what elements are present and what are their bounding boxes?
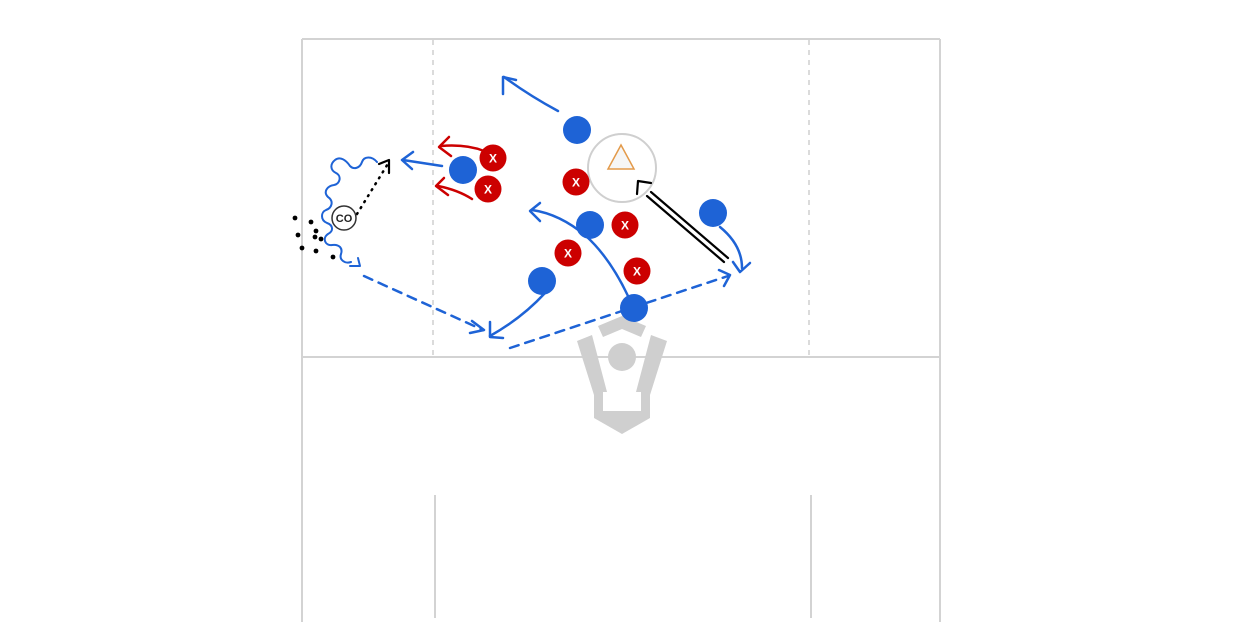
defender-arrows bbox=[434, 135, 486, 201]
arrowhead bbox=[488, 320, 505, 340]
attacker-marker bbox=[449, 156, 477, 184]
coach-marker: CO bbox=[331, 205, 357, 231]
defender-marker: X bbox=[554, 239, 582, 267]
arrowhead bbox=[501, 75, 518, 96]
arrowhead bbox=[717, 268, 732, 288]
defender-circle bbox=[554, 239, 582, 267]
attacker-marker bbox=[563, 116, 591, 144]
attacker-marker bbox=[620, 294, 648, 322]
movement-arrow-lower-left bbox=[488, 291, 547, 338]
defender-marker: X bbox=[562, 168, 590, 196]
ball-pile bbox=[292, 215, 336, 260]
ball bbox=[313, 228, 319, 234]
attackers bbox=[449, 116, 727, 322]
attacker-marker bbox=[699, 199, 727, 227]
cone-icon bbox=[606, 143, 636, 170]
field-lines bbox=[301, 38, 941, 622]
defender-circle bbox=[479, 144, 507, 172]
attacker-marker bbox=[576, 211, 604, 239]
defender-label: X bbox=[633, 265, 641, 279]
defender-label: X bbox=[621, 219, 629, 233]
arrowhead bbox=[349, 257, 361, 267]
arrowhead bbox=[377, 158, 391, 175]
ball bbox=[292, 215, 298, 221]
defender-label: X bbox=[572, 176, 580, 190]
defender-marker: X bbox=[611, 211, 639, 239]
box-dashed-lines bbox=[432, 40, 810, 356]
movement-arrow-top bbox=[502, 75, 560, 113]
ball bbox=[318, 236, 324, 242]
arrowhead bbox=[528, 201, 542, 223]
shot-line bbox=[635, 179, 730, 264]
ball bbox=[313, 248, 319, 254]
defender-marker: X bbox=[474, 175, 502, 203]
movement-arrow-left-attacker bbox=[401, 158, 444, 168]
defender-arrow-top bbox=[439, 144, 486, 153]
defender-circle bbox=[562, 168, 590, 196]
attacker-marker bbox=[528, 267, 556, 295]
defender-circle bbox=[623, 257, 651, 285]
goal-crease-icon bbox=[587, 133, 657, 203]
lacrosse-logo-icon bbox=[577, 316, 667, 434]
ball bbox=[308, 219, 314, 225]
arrowhead bbox=[731, 260, 752, 274]
defender-marker: X bbox=[479, 144, 507, 172]
defender-label: X bbox=[564, 247, 572, 261]
coach-dotted-line bbox=[355, 160, 391, 216]
movement-arrow-right bbox=[718, 225, 744, 270]
defenders: X X X X X X bbox=[474, 144, 651, 285]
defender-arrow-bottom bbox=[436, 184, 474, 201]
ball bbox=[295, 232, 301, 238]
ball bbox=[299, 245, 305, 251]
movement-arrows bbox=[400, 75, 752, 340]
arrowhead bbox=[468, 319, 486, 335]
defender-label: X bbox=[484, 183, 492, 197]
arrowhead bbox=[635, 179, 653, 196]
coach-circle bbox=[331, 205, 357, 231]
defender-circle bbox=[611, 211, 639, 239]
pass-lines bbox=[362, 268, 732, 350]
coach-dodge-path bbox=[321, 156, 378, 267]
arrowhead bbox=[400, 150, 415, 171]
ball bbox=[312, 234, 318, 240]
pass-line-from-coach bbox=[362, 274, 485, 332]
pass-line-to-right bbox=[508, 274, 730, 350]
defender-circle bbox=[474, 175, 502, 203]
coach-label: CO bbox=[336, 213, 353, 225]
arrowhead bbox=[434, 176, 450, 197]
arrowhead bbox=[437, 135, 453, 158]
defender-marker: X bbox=[623, 257, 651, 285]
ball bbox=[330, 254, 336, 260]
defender-label: X bbox=[489, 152, 497, 166]
